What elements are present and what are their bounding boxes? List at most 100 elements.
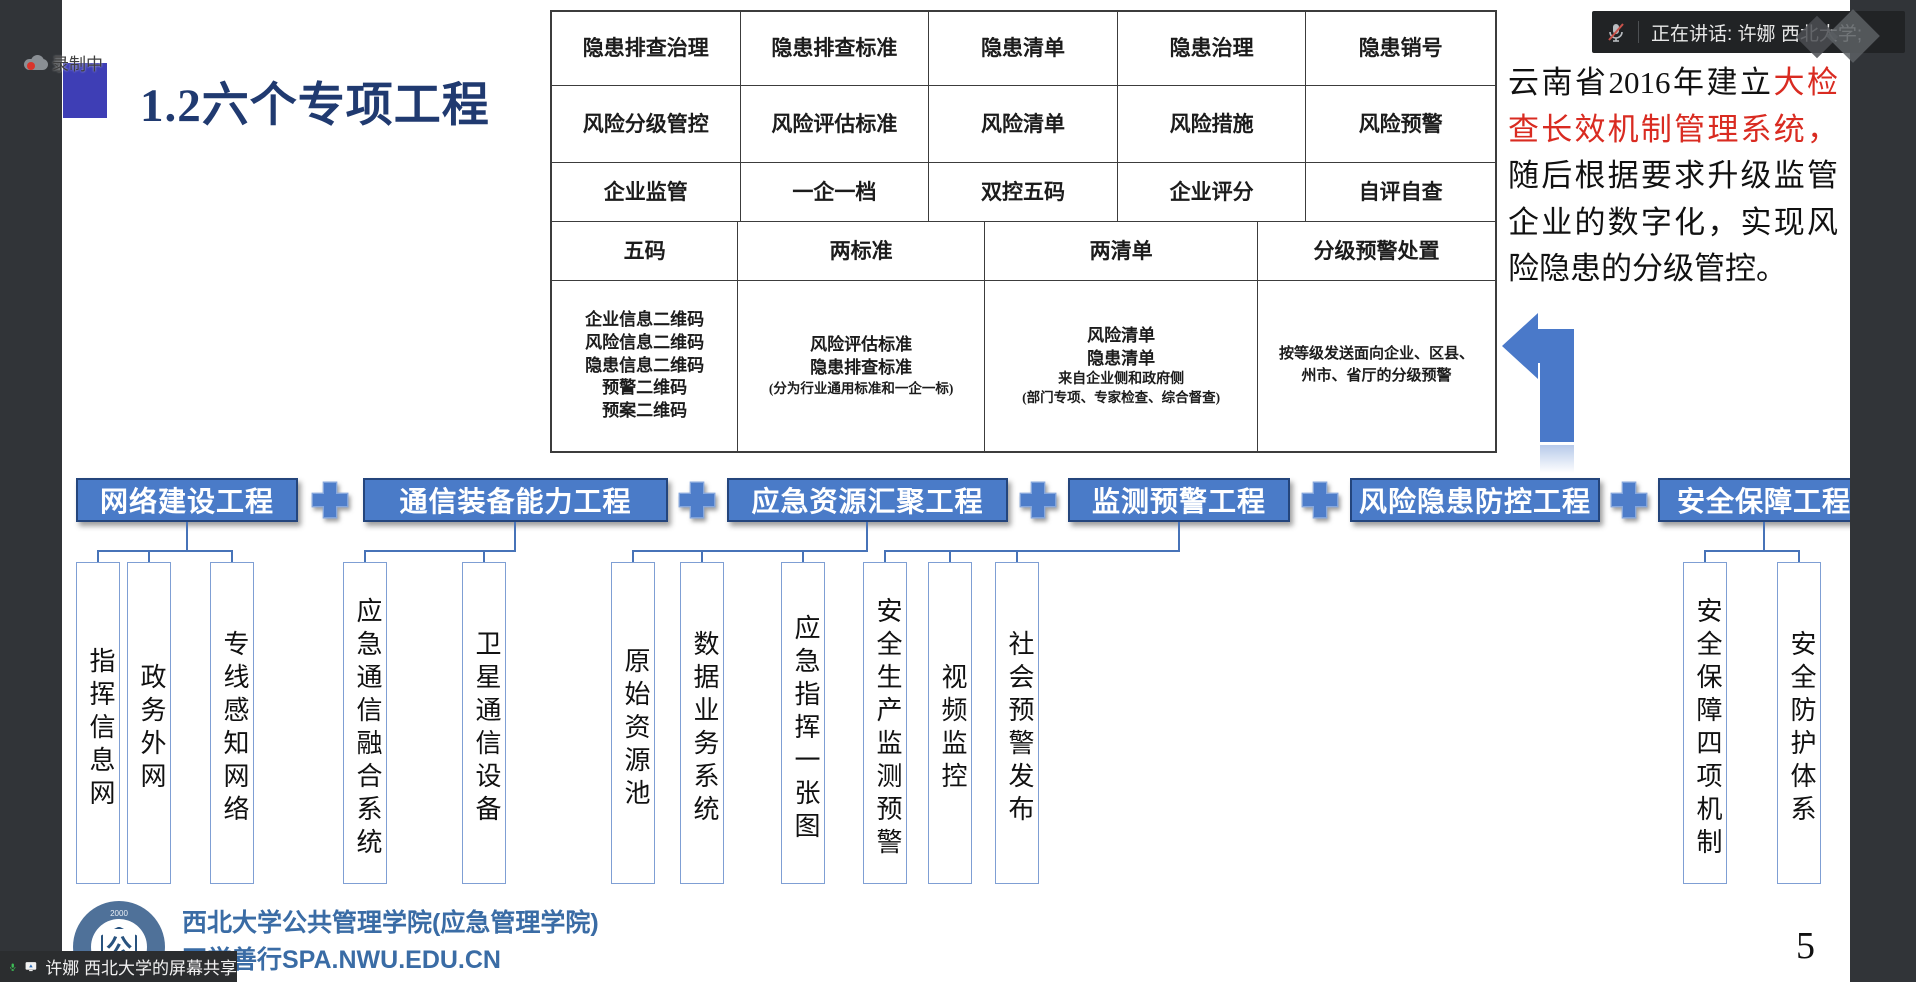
screen-share-icon xyxy=(26,962,37,972)
table-cell: 隐患清单 xyxy=(929,12,1118,86)
note-suffix: 随后根据要求升级监管企业的数字化，实现风险隐患的分级管控。 xyxy=(1508,158,1838,286)
item-box: 政务外网 xyxy=(127,562,171,884)
table-cell: 企业评分 xyxy=(1117,163,1307,222)
note-prefix: 云南省2016年建立 xyxy=(1508,65,1774,100)
item-box: 数据业务系统 xyxy=(680,562,724,884)
standard-line: 隐患排查标准 xyxy=(810,358,913,378)
plus-icon xyxy=(1019,481,1057,519)
table-cell: 两清单 xyxy=(985,222,1258,281)
connector-line xyxy=(884,550,1180,552)
warning-dispatch-text: 按等级发送面向企业、区县、州市、省厅的分级预警 xyxy=(1278,346,1474,384)
table-cell: 企业监管 xyxy=(552,163,741,222)
left-letterbox xyxy=(0,0,62,982)
table-cell-standards: 风险评估标准 隐患排查标准 (分为行业通用标准和一企一标) xyxy=(738,281,986,451)
table-cell: 分级预警处置 xyxy=(1258,222,1495,281)
connector-line xyxy=(483,552,485,562)
separator xyxy=(1638,21,1639,43)
recording-indicator[interactable]: 录制中 xyxy=(24,50,103,75)
project-box-communication: 通信装备能力工程 xyxy=(363,478,668,522)
connector-line xyxy=(97,550,233,552)
table-cell: 风险清单 xyxy=(929,86,1118,163)
connector-line xyxy=(514,522,516,550)
table-cell: 隐患排查治理 xyxy=(552,12,741,86)
connector-line xyxy=(148,552,150,562)
connector-line xyxy=(231,552,233,562)
connector-line xyxy=(1704,550,1800,552)
connector-line xyxy=(186,522,188,550)
table-row: 五码 两标准 两清单 分级预警处置 xyxy=(552,222,1495,281)
code-line: 风险信息二维码 xyxy=(585,332,705,352)
table-cell: 风险评估标准 xyxy=(740,86,930,163)
connector-line xyxy=(632,552,634,562)
muted-mic-icon xyxy=(1608,23,1624,42)
connector-line xyxy=(364,550,516,552)
project-box-security: 安全保障工程 xyxy=(1658,478,1870,522)
plus-icon xyxy=(678,481,716,519)
bent-arrow-icon xyxy=(1502,313,1574,473)
cloud-recording-icon xyxy=(24,55,48,70)
item-box: 应急通信融合系统 xyxy=(343,562,387,884)
table-cell: 五码 xyxy=(552,222,739,281)
plus-icon xyxy=(1301,481,1339,519)
table-cell: 风险分级管控 xyxy=(552,86,741,163)
table-cell-codes: 企业信息二维码 风险信息二维码 隐患信息二维码 预警二维码 预案二维码 xyxy=(552,281,739,451)
plus-icon xyxy=(1610,481,1648,519)
recording-label: 录制中 xyxy=(52,55,103,74)
item-box: 卫星通信设备 xyxy=(462,562,506,884)
table-cell: 隐患销号 xyxy=(1306,12,1495,86)
title-decor-square xyxy=(63,63,107,118)
item-box: 社会预警发布 xyxy=(995,562,1039,884)
table-cell: 两标准 xyxy=(738,222,986,281)
table-row: 风险分级管控 风险评估标准 风险清单 风险措施 风险预警 xyxy=(552,86,1495,163)
standard-note: (分为行业通用标准和一企一标) xyxy=(768,381,954,397)
seal-year: 2000 xyxy=(110,909,128,918)
list-note: (部门专项、专家检查、综合督查) xyxy=(1022,390,1221,406)
item-box: 安全保障四项机制 xyxy=(1683,562,1727,884)
code-line: 企业信息二维码 xyxy=(585,309,705,329)
connector-line xyxy=(1763,522,1765,550)
table-cell: 自评自查 xyxy=(1306,163,1495,222)
connector-line xyxy=(364,552,366,562)
connector-line xyxy=(866,522,868,550)
code-line: 预案二维码 xyxy=(602,401,688,421)
item-box: 专线感知网络 xyxy=(210,562,254,884)
item-box: 安全防护体系 xyxy=(1777,562,1821,884)
project-box-risk-control: 风险隐患防控工程 xyxy=(1350,478,1600,522)
code-line: 预警二维码 xyxy=(602,378,688,398)
connector-line xyxy=(949,552,951,562)
connector-line xyxy=(701,552,703,562)
connector-line xyxy=(632,550,868,552)
page-number: 5 xyxy=(1796,925,1815,967)
connector-line xyxy=(97,552,99,562)
list-line: 隐患清单 xyxy=(1087,349,1156,369)
table-cell-lists: 风险清单 隐患清单 来自企业侧和政府侧 (部门专项、专家检查、综合督查) xyxy=(985,281,1258,451)
plus-icon xyxy=(311,481,349,519)
connector-line xyxy=(802,552,804,562)
project-box-resources: 应急资源汇聚工程 xyxy=(727,478,1008,522)
dual-control-table: 隐患排查治理 隐患排查标准 隐患清单 隐患治理 隐患销号 风险分级管控 风险评估… xyxy=(550,10,1497,453)
table-cell: 一企一档 xyxy=(740,163,930,222)
screen-share-text: 许娜 西北大学的屏幕共享 xyxy=(45,959,237,978)
connector-line xyxy=(884,552,886,562)
table-cell: 隐患排查标准 xyxy=(740,12,930,86)
screen-share-chip[interactable]: 许娜 西北大学的屏幕共享 xyxy=(0,951,237,982)
table-row: 企业监管 一企一档 双控五码 企业评分 自评自查 xyxy=(552,163,1495,222)
table-cell: 风险措施 xyxy=(1117,86,1307,163)
note-highlight-red: 大检查长效机制管理系统， xyxy=(1508,65,1838,147)
table-cell-warning: 按等级发送面向企业、区县、州市、省厅的分级预警 xyxy=(1258,281,1495,451)
item-box: 应急指挥一张图 xyxy=(781,562,825,884)
mic-on-icon xyxy=(10,962,16,971)
project-box-network: 网络建设工程 xyxy=(76,478,298,522)
table-row: 企业信息二维码 风险信息二维码 隐患信息二维码 预警二维码 预案二维码 风险评估… xyxy=(552,281,1495,451)
standard-line: 风险评估标准 xyxy=(810,335,913,355)
table-cell: 隐患治理 xyxy=(1117,12,1307,86)
item-box: 原始资源池 xyxy=(611,562,655,884)
item-box: 视频监控 xyxy=(928,562,972,884)
right-letterbox xyxy=(1850,0,1916,982)
code-line: 隐患信息二维码 xyxy=(585,355,705,375)
project-box-monitoring: 监测预警工程 xyxy=(1068,478,1290,522)
table-cell: 风险预警 xyxy=(1306,86,1495,163)
note-paragraph: 云南省2016年建立大检查长效机制管理系统， 随后根据要求升级监管企业的数字化，实… xyxy=(1508,60,1838,293)
footer-org-name: 西北大学公共管理学院(应急管理学院) xyxy=(182,909,599,937)
